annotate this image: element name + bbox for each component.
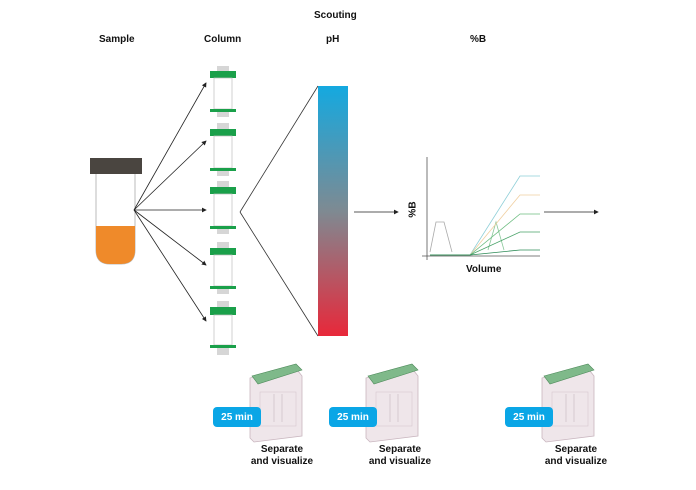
chart-gradient-line — [430, 194, 540, 256]
chromatogram-chart — [422, 157, 540, 260]
time-badge: 25 min — [505, 407, 553, 427]
sample-vial-icon — [90, 158, 142, 265]
caption-line: and visualize — [544, 456, 608, 467]
chart-gradient-line — [430, 249, 540, 256]
sample-header: Sample — [99, 34, 135, 45]
column-icon — [210, 242, 236, 294]
diagram-title: Scouting — [314, 10, 357, 21]
percent-b-header: %B — [470, 34, 487, 45]
time-badge: 25 min — [329, 407, 377, 427]
caption-line: Separate — [378, 444, 422, 455]
step-caption: Separate and visualize — [531, 444, 621, 468]
column-stack — [210, 66, 236, 355]
gel-cassette-icon — [249, 363, 303, 443]
chart-peak-trace — [429, 221, 453, 253]
step-caption: Separate and visualize — [355, 444, 445, 468]
time-badge: 25 min — [213, 407, 261, 427]
sample-to-column-arrows — [133, 82, 207, 322]
ph-gradient-bar — [318, 86, 348, 336]
column-icon — [210, 66, 236, 117]
caption-line: and visualize — [250, 456, 314, 467]
column-header: Column — [204, 34, 242, 45]
step-caption: Separate and visualize — [237, 444, 327, 468]
caption-line: Separate — [260, 444, 304, 455]
chart-y-label: %B — [407, 201, 419, 218]
expansion-lines — [239, 85, 319, 337]
ph-header: pH — [326, 34, 340, 45]
chart-gradient-line — [430, 213, 540, 256]
column-icon — [210, 181, 236, 234]
gel-cassette-icon — [365, 363, 419, 443]
chart-gradient-line — [430, 231, 540, 256]
chart-x-label: Volume — [466, 264, 502, 275]
caption-line: Separate — [554, 444, 598, 455]
column-icon — [210, 301, 236, 355]
gel-cassette-icon — [541, 363, 595, 443]
caption-line: and visualize — [368, 456, 432, 467]
column-icon — [210, 123, 236, 176]
